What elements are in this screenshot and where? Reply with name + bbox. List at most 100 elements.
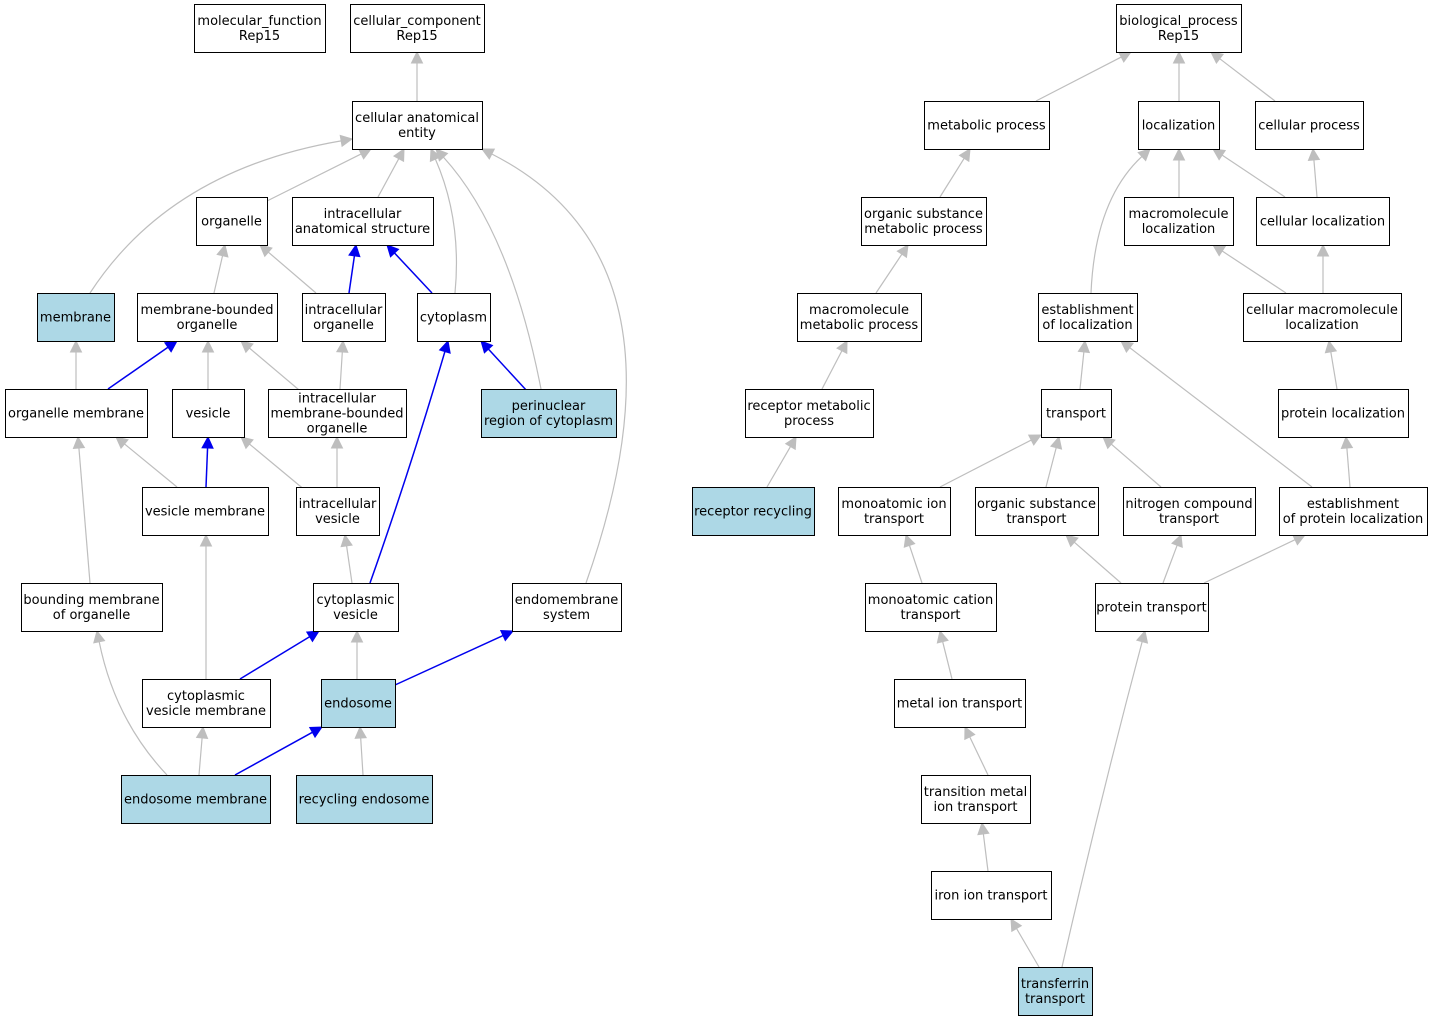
node-box-ems[interactable]	[512, 583, 622, 632]
node-box-bmo[interactable]	[21, 583, 163, 632]
node-em[interactable]: endosome membrane	[121, 775, 271, 824]
node-box-vesicle[interactable]	[172, 389, 245, 438]
node-label-em-0: endosome membrane	[124, 793, 267, 808]
node-box-cytoplasm[interactable]	[417, 293, 491, 342]
node-box-mtit[interactable]	[894, 679, 1026, 728]
node-box-ml[interactable]	[1124, 197, 1234, 246]
node-box-rr[interactable]	[692, 487, 815, 536]
node-vesicle[interactable]: vesicle	[172, 389, 245, 438]
node-mp[interactable]: metabolic process	[924, 101, 1050, 150]
node-label-tt-0: transferrin	[1021, 977, 1089, 992]
node-box-re[interactable]	[296, 775, 433, 824]
node-box-mmp[interactable]	[797, 293, 922, 342]
node-vm[interactable]: vesicle membrane	[142, 487, 269, 536]
node-box-cvm[interactable]	[142, 679, 271, 728]
node-box-tmit[interactable]	[921, 775, 1031, 824]
node-label-mmp-1: metabolic process	[800, 318, 919, 333]
node-box-mit[interactable]	[838, 487, 951, 536]
node-cytoplasm[interactable]: cytoplasm	[417, 293, 491, 342]
node-box-rmp[interactable]	[745, 389, 874, 438]
node-endosome[interactable]: endosome	[321, 679, 396, 728]
node-box-cc[interactable]	[350, 4, 485, 53]
node-box-cv[interactable]	[313, 583, 399, 632]
node-organelle[interactable]: organelle	[196, 197, 268, 246]
node-box-mct[interactable]	[865, 583, 997, 632]
node-box-nct[interactable]	[1123, 487, 1256, 536]
node-loc[interactable]: localization	[1138, 101, 1220, 150]
edge-imbo-to-mbo	[249, 347, 306, 396]
node-box-pl[interactable]	[1278, 389, 1409, 438]
node-om[interactable]: organelle membrane	[5, 389, 148, 438]
node-box-cl[interactable]	[1256, 197, 1390, 246]
node-box-cp[interactable]	[1255, 101, 1364, 150]
node-box-cae[interactable]	[352, 101, 483, 150]
node-box-mf[interactable]	[194, 4, 326, 53]
node-box-epl[interactable]	[1279, 487, 1428, 536]
node-box-cml[interactable]	[1243, 293, 1402, 342]
arrowhead-osmp-to-mp	[958, 148, 971, 163]
edge-ems-to-cae	[491, 153, 627, 584]
node-box-osmp[interactable]	[861, 197, 987, 246]
node-box-eol[interactable]	[1038, 293, 1138, 342]
node-box-loc[interactable]	[1138, 101, 1220, 150]
node-box-em[interactable]	[121, 775, 271, 824]
node-cl[interactable]: cellular localization	[1256, 197, 1390, 246]
node-box-mp[interactable]	[924, 101, 1050, 150]
node-box-tt[interactable]	[1018, 967, 1093, 1016]
node-pl[interactable]: protein localization	[1278, 389, 1409, 438]
node-box-transport[interactable]	[1041, 389, 1112, 438]
node-re[interactable]: recycling endosome	[296, 775, 433, 824]
node-box-iit[interactable]	[931, 871, 1052, 920]
node-rr[interactable]: receptor recycling	[692, 487, 815, 536]
node-box-ias[interactable]	[292, 197, 434, 246]
node-box-mbo[interactable]	[137, 293, 278, 342]
node-box-endosome[interactable]	[321, 679, 396, 728]
node-box-ost[interactable]	[975, 487, 1099, 536]
node-cp[interactable]: cellular process	[1255, 101, 1364, 150]
node-box-pt[interactable]	[1095, 583, 1209, 632]
edge-prc-to-cae	[442, 156, 542, 390]
node-box-imbo[interactable]	[268, 389, 407, 438]
node-box-iv[interactable]	[296, 487, 380, 536]
node-membrane[interactable]: membrane	[37, 293, 115, 342]
node-transport[interactable]: transport	[1041, 389, 1112, 438]
node-box-prc[interactable]	[481, 389, 617, 438]
node-box-io[interactable]	[302, 293, 386, 342]
node-iit[interactable]: iron ion transport	[931, 871, 1052, 920]
node-box-bp[interactable]	[1116, 4, 1242, 53]
node-box-vm[interactable]	[142, 487, 269, 536]
node-box-membrane[interactable]	[37, 293, 115, 342]
edge-cytoplasm-to-ias	[393, 252, 433, 294]
node-pt[interactable]: protein transport	[1095, 583, 1209, 632]
node-box-organelle[interactable]	[196, 197, 268, 246]
node-mtit[interactable]: metal ion transport	[894, 679, 1026, 728]
node-box-om[interactable]	[5, 389, 148, 438]
